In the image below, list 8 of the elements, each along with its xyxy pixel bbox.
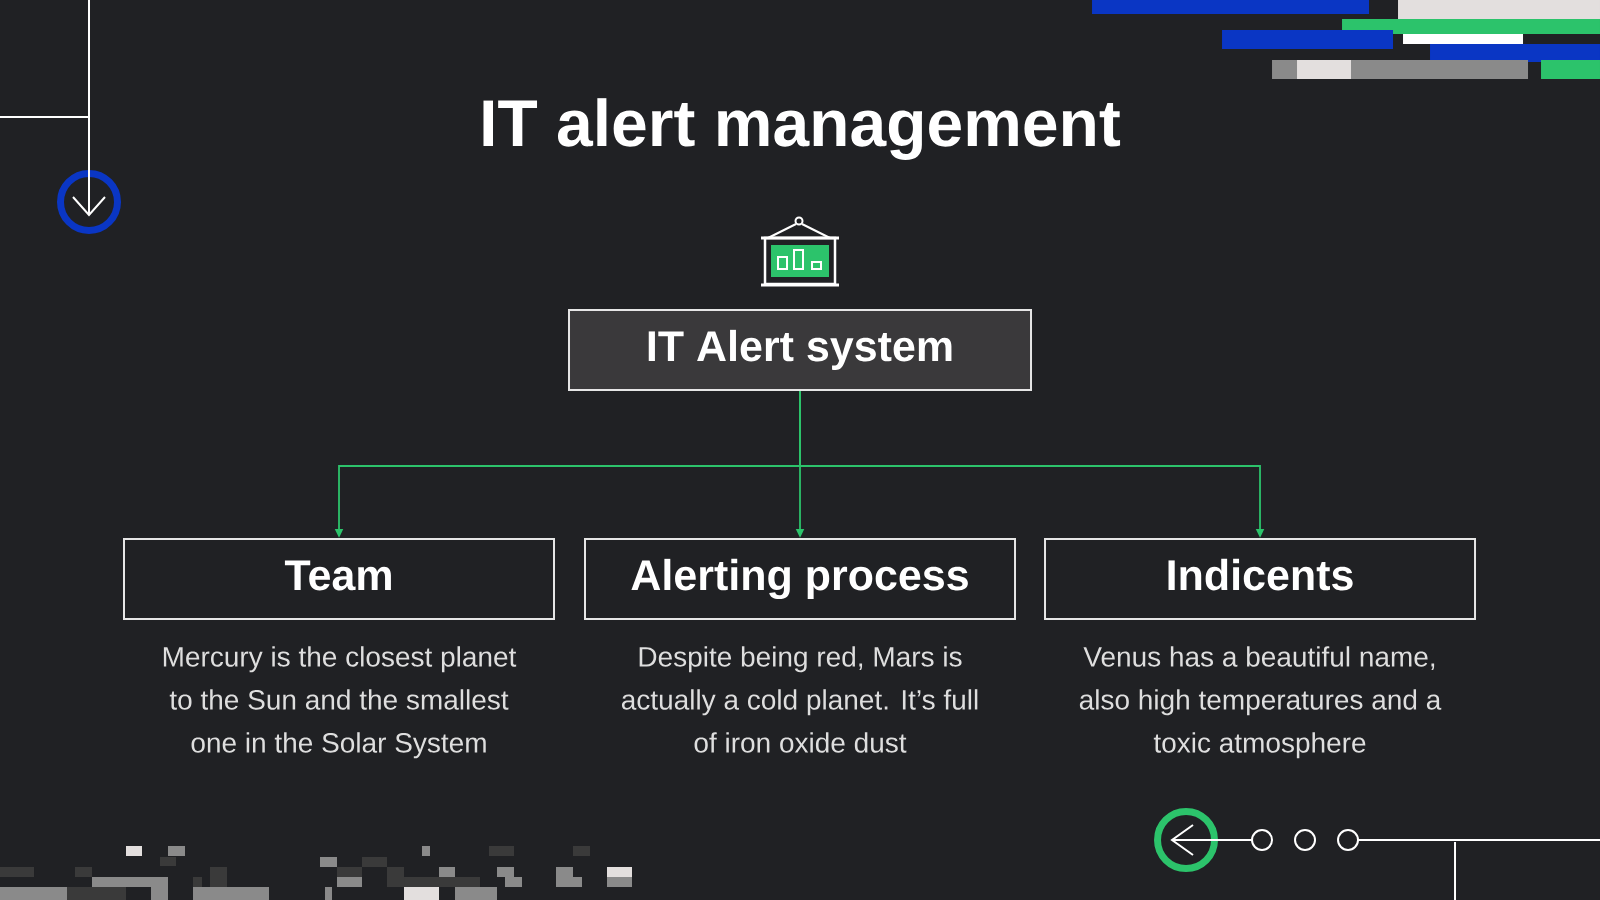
category-box: Team (123, 538, 555, 620)
category-box: Indicents (1044, 538, 1476, 620)
description-text: Venus has a beautiful name, also high temperatures and a toxic atmosphere (1079, 646, 1442, 759)
description-text: Despite being red, Mars is actually a cold planet. It’s full of iron oxide dust (621, 646, 978, 753)
category-box: Alerting process (584, 538, 1016, 620)
title: IT alert management (483, 98, 1121, 160)
description-text: Mercury is the closest planet to the Sun and the smallest one in the Solar System (163, 646, 517, 759)
root-box: IT Alert system (568, 309, 1032, 391)
